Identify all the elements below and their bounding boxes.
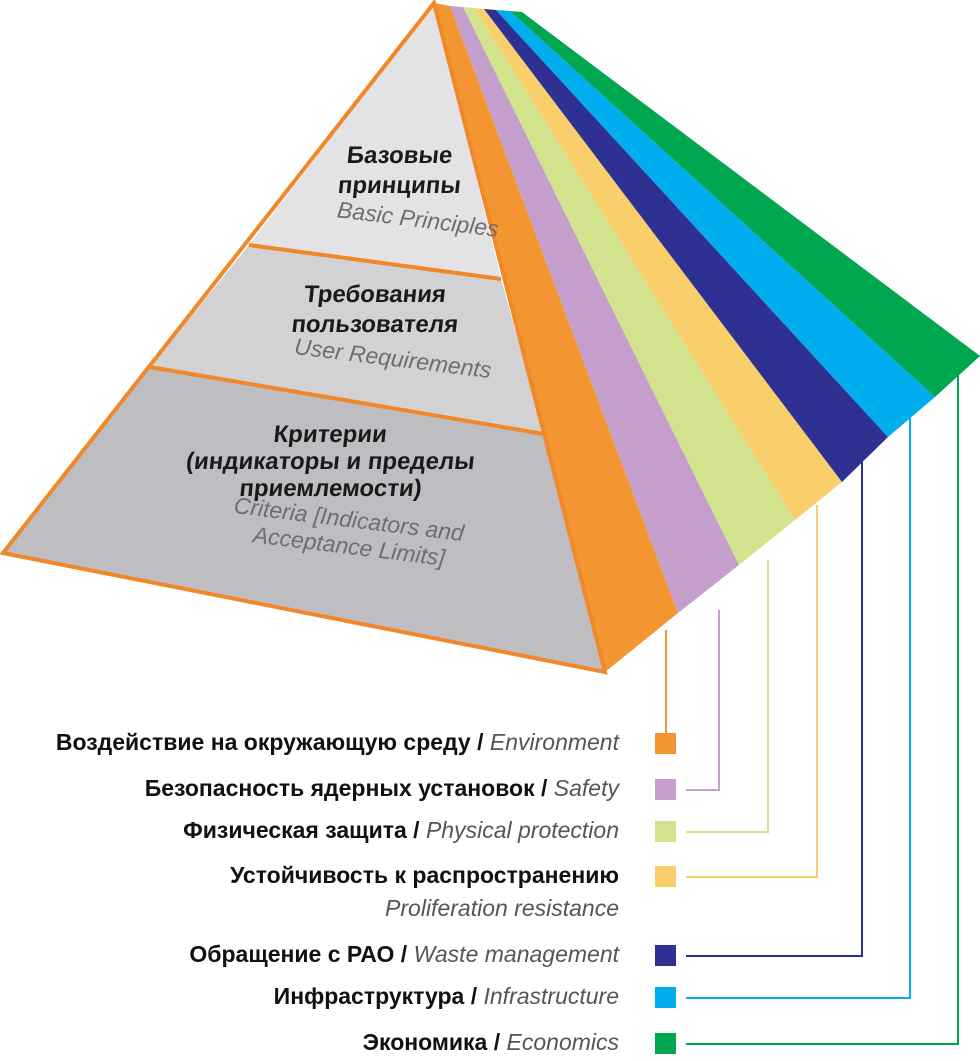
legend-item: Воздействие на окружающую среду / Enviro… bbox=[56, 729, 676, 755]
legend-label: Воздействие на окружающую среду / Enviro… bbox=[56, 729, 621, 755]
lime-square-icon bbox=[655, 821, 676, 842]
connector-line bbox=[686, 610, 720, 791]
connector-line bbox=[686, 462, 863, 957]
tier-title-line: пользователя bbox=[290, 311, 459, 338]
ray-orange bbox=[434, 3, 678, 672]
green-square-icon bbox=[655, 1033, 676, 1054]
tier-divider-top bbox=[248, 243, 502, 281]
ray-cyan bbox=[496, 10, 935, 437]
tier-title-line: (индикаторы и пределы bbox=[185, 448, 476, 475]
ray-violet bbox=[450, 6, 739, 613]
connector-line bbox=[686, 560, 769, 833]
tier-title-line: принципы bbox=[337, 172, 463, 199]
ray-navy bbox=[484, 9, 888, 482]
navy-square-icon bbox=[655, 945, 676, 966]
tier-divider-bottom bbox=[149, 365, 545, 436]
pyramid-outline bbox=[0, 0, 608, 675]
area-rays bbox=[434, 3, 980, 672]
legend-connectors bbox=[665, 375, 959, 1045]
legend-item: Физическая защита / Physical protection bbox=[183, 817, 676, 843]
legend-item: Обращение с РАО / Waste management bbox=[189, 941, 676, 967]
pyramid bbox=[0, 0, 608, 675]
legend-label-ru: Устойчивость к распространению bbox=[230, 862, 619, 888]
legend-item: Безопасность ядерных установок / Safety bbox=[145, 775, 676, 801]
legend-label: Инфраструктура / Infrastructure bbox=[274, 983, 619, 1009]
connector-line bbox=[686, 375, 959, 1045]
tier-title-line: Требования bbox=[303, 281, 448, 308]
tier-basic-principles bbox=[249, 3, 501, 279]
yellow-square-icon bbox=[655, 866, 676, 887]
legend-label: Безопасность ядерных установок / Safety bbox=[145, 775, 621, 801]
legend-item: Устойчивость к распространениюProliferat… bbox=[230, 862, 676, 921]
legend-item: Экономика / Economics bbox=[363, 1029, 676, 1055]
legend-label: Физическая защита / Physical protection bbox=[183, 817, 619, 843]
legend-item: Инфраструктура / Infrastructure bbox=[274, 983, 676, 1009]
ray-green bbox=[510, 11, 980, 397]
violet-square-icon bbox=[655, 779, 676, 800]
legend-label-en: Proliferation resistance bbox=[385, 895, 619, 921]
legend-label: Экономика / Economics bbox=[363, 1029, 620, 1055]
connector-line bbox=[686, 418, 911, 999]
tier-title-line: Критерии bbox=[272, 421, 388, 448]
ray-lime bbox=[463, 7, 795, 565]
tier-title-line: приемлемости) bbox=[238, 475, 423, 502]
ray-yellow bbox=[474, 8, 842, 520]
tier-title-line: Базовые bbox=[346, 142, 454, 169]
cyan-square-icon bbox=[655, 987, 676, 1008]
tier-criteria bbox=[3, 367, 605, 672]
legend-label: Обращение с РАО / Waste management bbox=[189, 941, 620, 967]
legend: Воздействие на окружающую среду / Enviro… bbox=[56, 729, 676, 1055]
orange-square-icon bbox=[655, 733, 676, 754]
tier-user-requirements bbox=[150, 245, 544, 434]
connector-line bbox=[686, 505, 818, 878]
